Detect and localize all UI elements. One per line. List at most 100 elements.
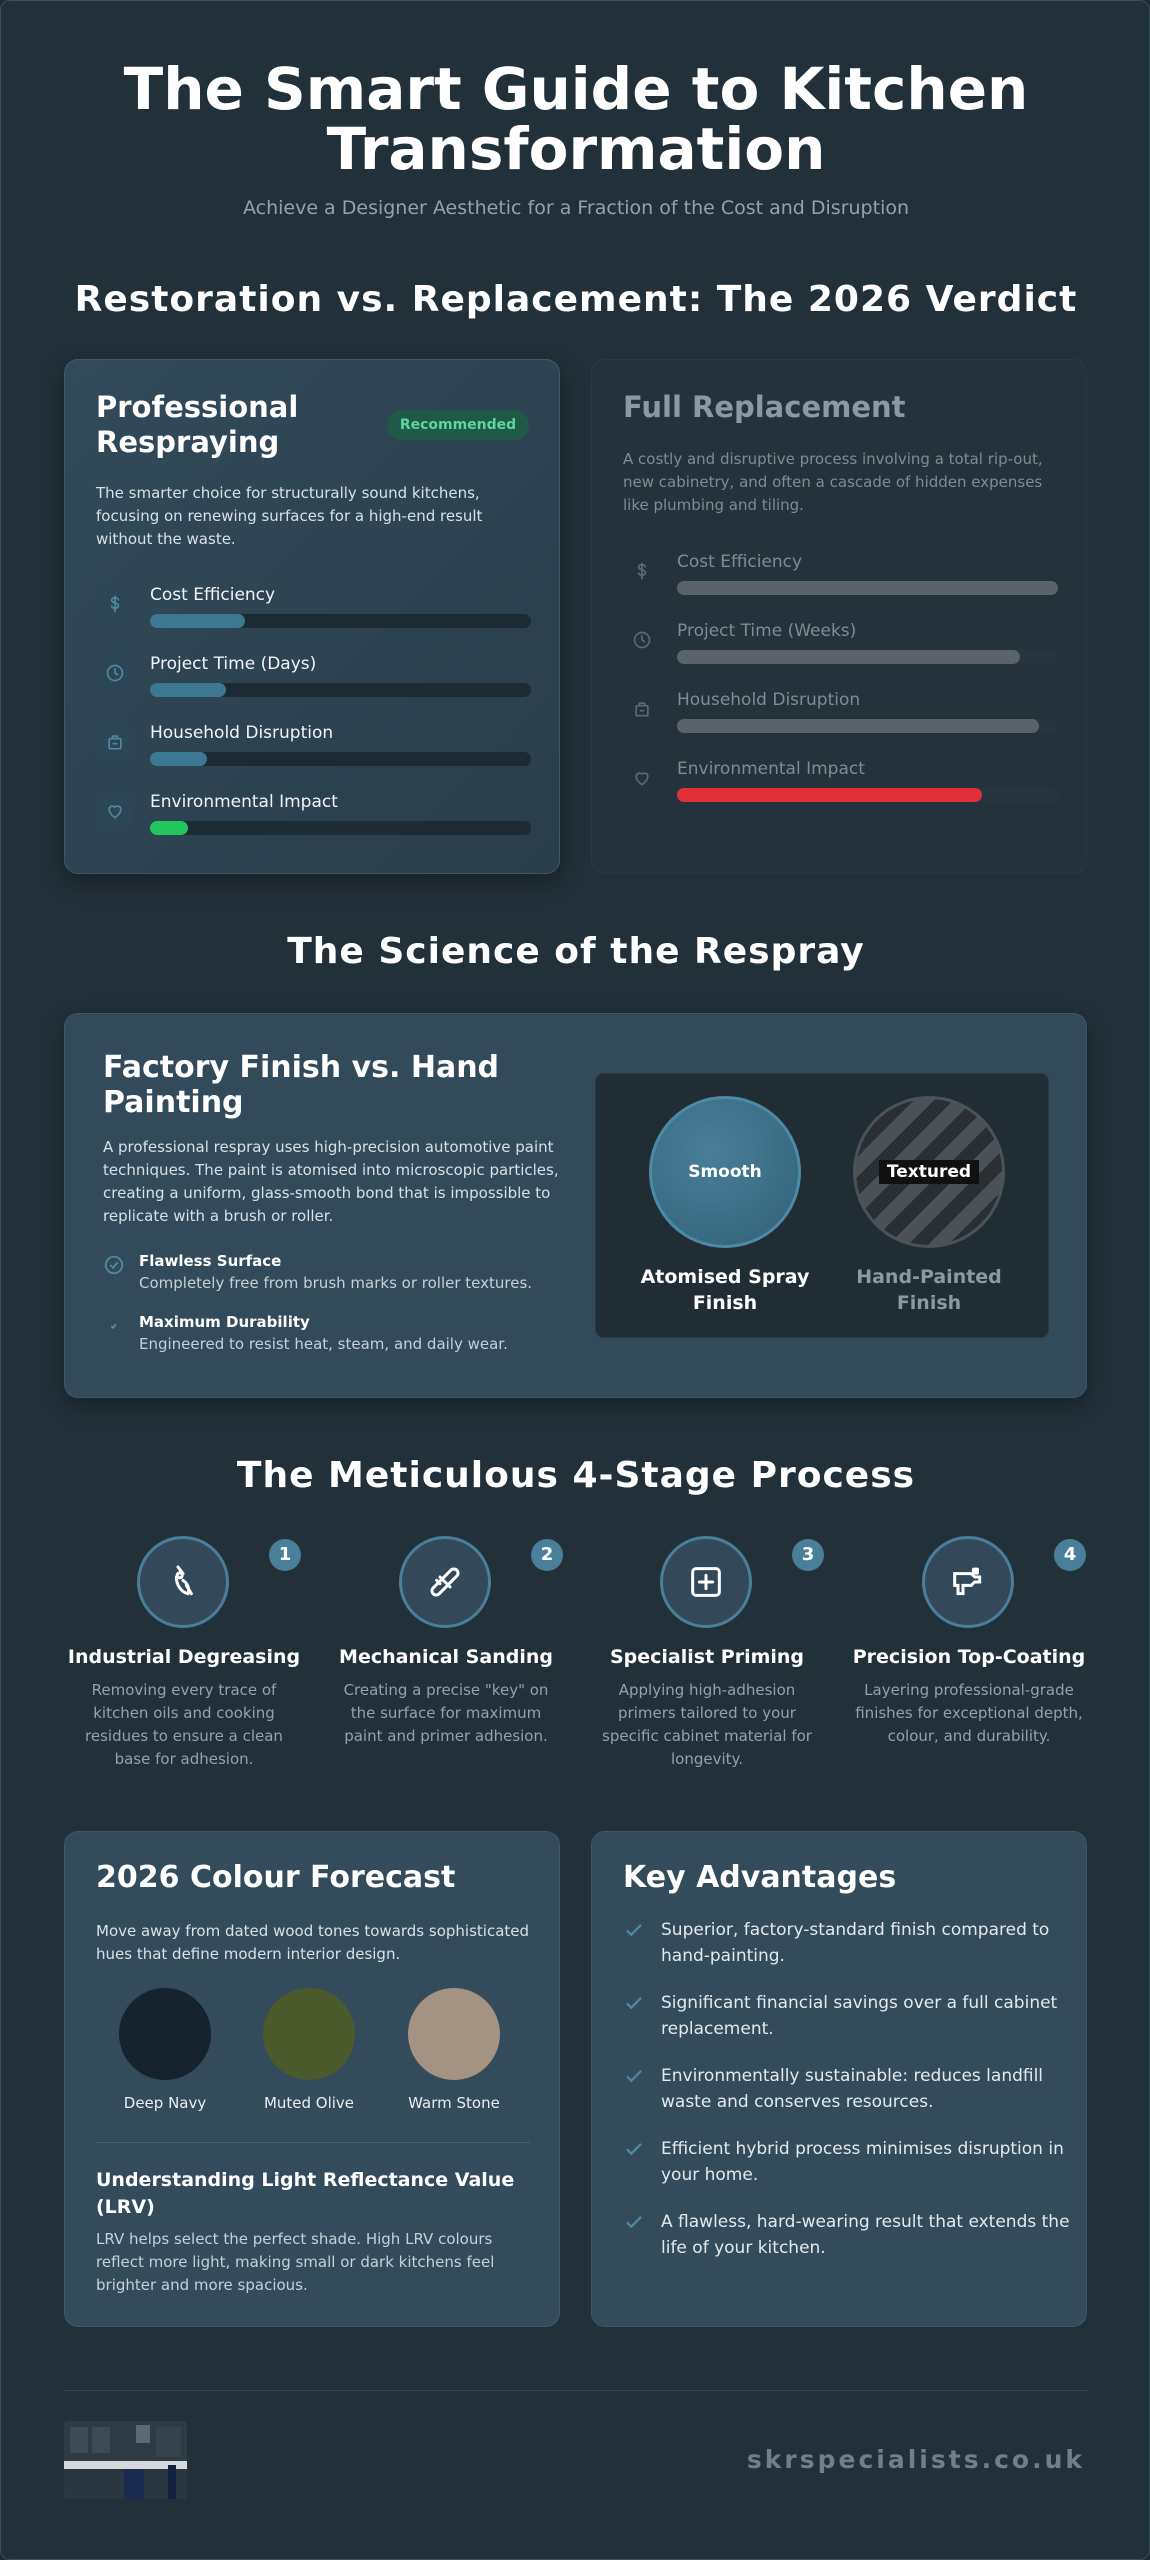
respray-description: The smarter choice for structurally soun… [96, 484, 483, 548]
metric-environmental-impact: Environmental Impact [623, 759, 1058, 811]
step-number: 3 [792, 1539, 824, 1571]
step-description: Removing every trace of kitchen oils and… [85, 1681, 283, 1768]
check-title: Flawless Surface [139, 1252, 282, 1270]
footer-website[interactable]: skrspecialists.co.uk [746, 2445, 1085, 2474]
check-icon [626, 2143, 642, 2156]
metric-bar-fill [677, 650, 1020, 664]
divider [96, 2142, 530, 2143]
finish-circle-label: Smooth [688, 1162, 762, 1182]
page-subtitle: Achieve a Designer Aesthetic for a Fract… [242, 197, 910, 219]
step-number: 4 [1054, 1539, 1086, 1571]
process-section-title: The Meticulous 4-Stage Process [236, 1455, 916, 1496]
check-icon [110, 1323, 117, 1330]
step-description: Creating a precise "key" on the surface … [343, 1681, 549, 1745]
science-card: Factory Finish vs. Hand Painting A profe… [64, 1013, 1087, 1398]
advantage-text: Significant financial savings over a ful… [661, 1993, 1058, 2039]
metric-bar-track [677, 719, 1058, 733]
respray-card: Professional Respraying Recommended The … [64, 359, 560, 874]
replacement-card: Full Replacement A costly and disruptive… [591, 359, 1087, 874]
metric-label: Cost Efficiency [677, 552, 803, 572]
check-text: Completely free from brush marks or roll… [139, 1274, 533, 1292]
step-number: 1 [269, 1539, 301, 1571]
check-text: Engineered to resist heat, steam, and da… [139, 1335, 508, 1353]
replacement-description: A costly and disruptive process involvin… [623, 450, 1043, 514]
science-section-title: The Science of the Respray [287, 931, 865, 972]
spray-finish-caption: Atomised Spray Finish [640, 1266, 810, 1314]
swatch-muted-olive: Muted Olive [254, 1988, 364, 2112]
smooth-finish-circle: Smooth [649, 1096, 801, 1248]
dollar-icon [96, 585, 134, 623]
colour-forecast-description: Move away from dated wood tones towards … [96, 1922, 530, 1963]
page-title: The Smart Guide to Kitchen Transformatio… [123, 55, 1029, 183]
finish-comparison-panel: Smooth Textured Atomised Spray Finish Ha… [595, 1073, 1049, 1338]
step-number: 2 [531, 1539, 563, 1571]
footer-divider [64, 2390, 1087, 2391]
metric-bar-fill [150, 614, 246, 628]
metric-label: Project Time (Weeks) [677, 621, 857, 641]
step-description: Applying high-adhesion primers tailored … [602, 1681, 812, 1768]
science-title: Factory Finish vs. Hand Painting [103, 1050, 500, 1120]
metric-bar-track [150, 752, 531, 766]
kitchen-photo [64, 2421, 187, 2499]
lrv-description: LRV helps select the perfect shade. High… [96, 2230, 495, 2294]
metric-household-disruption: Household Disruption [623, 690, 1058, 742]
comparison-section-title: Restoration vs. Replacement: The 2026 Ve… [74, 279, 1078, 320]
advantage-text: A flawless, hard-wearing result that ext… [661, 2212, 1070, 2258]
house-icon [623, 690, 661, 728]
swatch-warm-stone: Warm Stone [399, 1988, 509, 2112]
metric-label: Environmental Impact [677, 759, 865, 779]
respray-title: Professional Respraying [96, 390, 299, 459]
house-icon [96, 723, 134, 761]
swatch-deep-navy: Deep Navy [110, 1988, 220, 2112]
dollar-icon [623, 552, 661, 590]
science-description: A professional respray uses high-precisi… [103, 1138, 559, 1225]
check-title: Maximum Durability [139, 1313, 310, 1331]
heart-icon [623, 759, 661, 797]
metric-bar-track [150, 821, 531, 835]
metric-label: Environmental Impact [150, 792, 338, 812]
sanding-icon [399, 1536, 491, 1628]
metric-environmental-impact: Environmental Impact [96, 792, 531, 844]
metric-bar-fill [677, 581, 1058, 595]
hand-painted-finish-caption: Hand-Painted Finish [856, 1266, 1002, 1314]
check-icon [626, 2216, 642, 2229]
spray-gun-icon [922, 1536, 1014, 1628]
swatch-circle [119, 1988, 211, 2080]
metric-bar-track [150, 614, 531, 628]
metric-label: Household Disruption [677, 690, 861, 710]
swatch-label: Deep Navy [123, 2094, 207, 2112]
colour-forecast-title: 2026 Colour Forecast [96, 1860, 456, 1895]
advantage-text: Environmentally sustainable: reduces lan… [661, 2066, 1044, 2112]
swatch-circle [263, 1988, 355, 2080]
metric-bar-fill [150, 683, 227, 697]
step-title: Specialist Priming [609, 1646, 805, 1668]
colour-forecast-card: 2026 Colour Forecast Move away from date… [64, 1831, 560, 2327]
advantage-text: Superior, factory-standard finish compar… [661, 1920, 1050, 1966]
check-icon [626, 2070, 642, 2083]
clock-icon [623, 621, 661, 659]
swatch-circle [408, 1988, 500, 2080]
metric-cost-efficiency: Cost Efficiency [623, 552, 1058, 604]
metric-bar-fill [677, 788, 982, 802]
metric-project-time-weeks: Project Time (Weeks) [623, 621, 1058, 673]
heart-icon [96, 792, 134, 830]
replacement-title: Full Replacement [623, 390, 906, 424]
metric-label: Household Disruption [150, 723, 334, 743]
finish-circle-label: Textured [878, 1160, 980, 1184]
metric-bar-fill [150, 821, 189, 835]
step-description: Layering professional-grade finishes for… [855, 1681, 1083, 1745]
key-advantages-card: Key Advantages Superior, factory-standar… [591, 1831, 1087, 2327]
step-title: Mechanical Sanding [339, 1646, 553, 1668]
textured-finish-circle: Textured [853, 1096, 1005, 1248]
metric-label: Cost Efficiency [150, 585, 276, 605]
recommended-badge: Recommended [387, 410, 529, 440]
swatch-label: Warm Stone [408, 2094, 500, 2112]
step-title: Precision Top-Coating [852, 1646, 1086, 1668]
metric-bar-track [150, 683, 531, 697]
metric-bar-track [677, 650, 1058, 664]
check-icon [626, 1924, 642, 1937]
check-circle-icon [104, 1255, 124, 1275]
metric-bar-fill [150, 752, 208, 766]
metric-cost-efficiency: Cost Efficiency [96, 585, 531, 637]
